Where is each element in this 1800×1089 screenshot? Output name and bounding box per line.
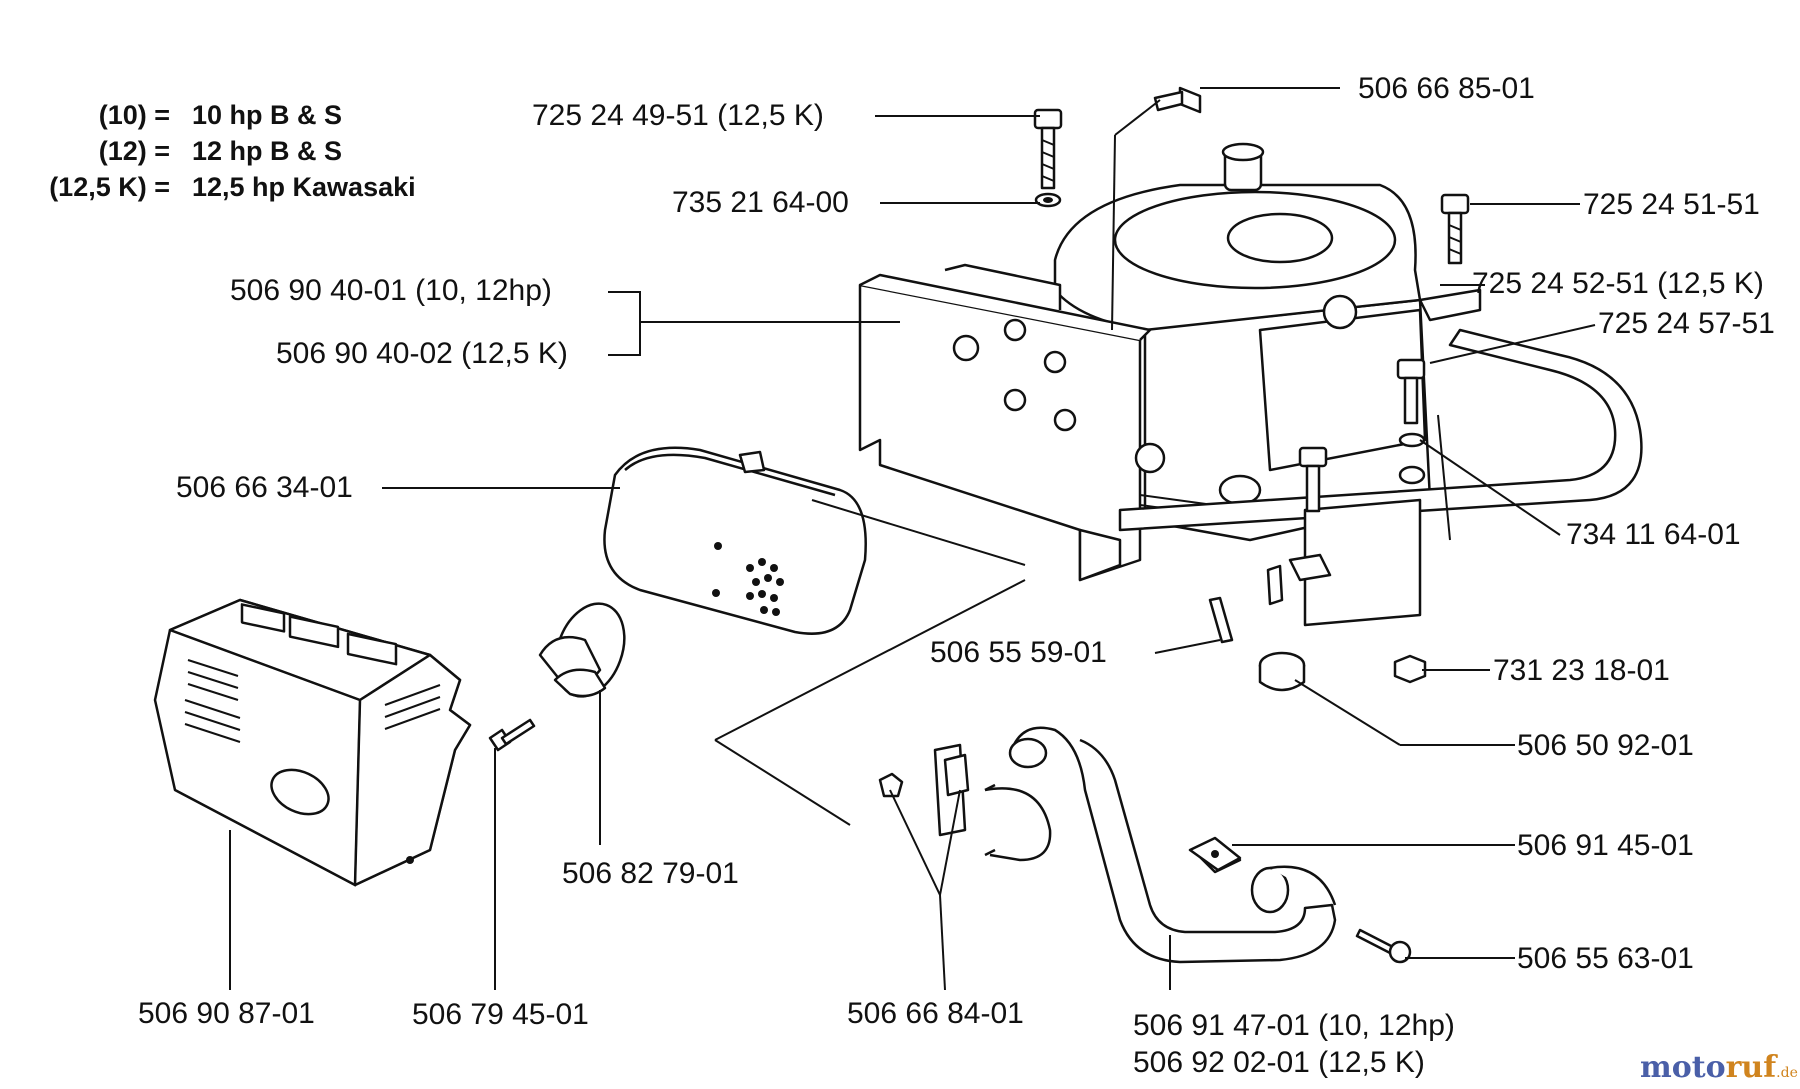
label-725-24-51-51: 725 24 51-51 bbox=[1583, 188, 1760, 221]
label-725-24-52-51: 725 24 52-51 (12,5 K) bbox=[1472, 267, 1764, 300]
legend-code-125k: (12,5 K) = bbox=[49, 172, 170, 202]
label-506-90-40-01: 506 90 40-01 (10, 12hp) bbox=[230, 274, 552, 307]
label-735-21-64-00: 735 21 64-00 bbox=[672, 186, 849, 219]
leader-lines bbox=[229, 87, 1596, 991]
muffler-bracket-illustration bbox=[858, 263, 1166, 582]
muffler-illustration bbox=[603, 446, 867, 635]
deflector-illustration bbox=[538, 602, 626, 698]
clamp-illustration bbox=[878, 743, 1052, 862]
exhaust-bolt-illustration bbox=[1355, 928, 1412, 964]
exhaust-pipe-illustration bbox=[1008, 726, 1337, 964]
label-506-66-84-01: 506 66 84-01 bbox=[847, 997, 1024, 1030]
label-725-24-49-51: 725 24 49-51 (12,5 K) bbox=[532, 99, 824, 132]
part-labels: 725 24 49-51 (12,5 K) 506 66 85-01 735 2… bbox=[138, 72, 1775, 1079]
label-506-90-87-01: 506 90 87-01 bbox=[138, 997, 315, 1030]
label-506-92-02-01: 506 92 02-01 (12,5 K) bbox=[1133, 1046, 1425, 1079]
watermark-logo: motoruf.de bbox=[1640, 1050, 1798, 1085]
label-506-55-63-01: 506 55 63-01 bbox=[1517, 942, 1694, 975]
label-506-66-85-01: 506 66 85-01 bbox=[1358, 72, 1535, 105]
frame-rail-illustration bbox=[1118, 288, 1643, 627]
legend: (10) = 10 hp B & S (12) = 12 hp B & S (1… bbox=[49, 100, 415, 202]
label-506-91-47-01: 506 91 47-01 (10, 12hp) bbox=[1133, 1009, 1455, 1042]
muffler-vent-holes bbox=[746, 558, 784, 616]
legend-code-12: (12) = bbox=[99, 136, 170, 166]
label-506-90-40-02: 506 90 40-02 (12,5 K) bbox=[276, 337, 568, 370]
screw-illustration bbox=[488, 718, 536, 752]
gasket-illustration bbox=[1188, 836, 1242, 872]
label-725-24-57-51: 725 24 57-51 bbox=[1598, 307, 1775, 340]
guard-vent-slots bbox=[184, 659, 441, 743]
label-734-11-64-01: 734 11 64-01 bbox=[1566, 518, 1741, 551]
label-731-23-18-01: 731 23 18-01 bbox=[1493, 654, 1670, 687]
label-506-82-79-01: 506 82 79-01 bbox=[562, 857, 739, 890]
svg-text:motoruf.de: motoruf.de bbox=[1640, 1050, 1798, 1085]
label-506-55-59-01: 506 55 59-01 bbox=[930, 636, 1107, 669]
label-506-91-45-01: 506 91 45-01 bbox=[1517, 829, 1694, 862]
legend-desc-125k: 12,5 hp Kawasaki bbox=[192, 172, 416, 202]
legend-code-10: (10) = bbox=[99, 100, 170, 130]
bolts-illustration bbox=[1033, 86, 1470, 692]
label-506-66-34-01: 506 66 34-01 bbox=[176, 471, 353, 504]
legend-desc-12: 12 hp B & S bbox=[192, 136, 342, 166]
engine-illustration bbox=[1053, 142, 1432, 542]
label-506-50-92-01: 506 50 92-01 bbox=[1517, 729, 1694, 762]
muffler-guard-illustration bbox=[153, 598, 472, 887]
legend-desc-10: 10 hp B & S bbox=[192, 100, 342, 130]
label-506-79-45-01: 506 79 45-01 bbox=[412, 998, 589, 1031]
